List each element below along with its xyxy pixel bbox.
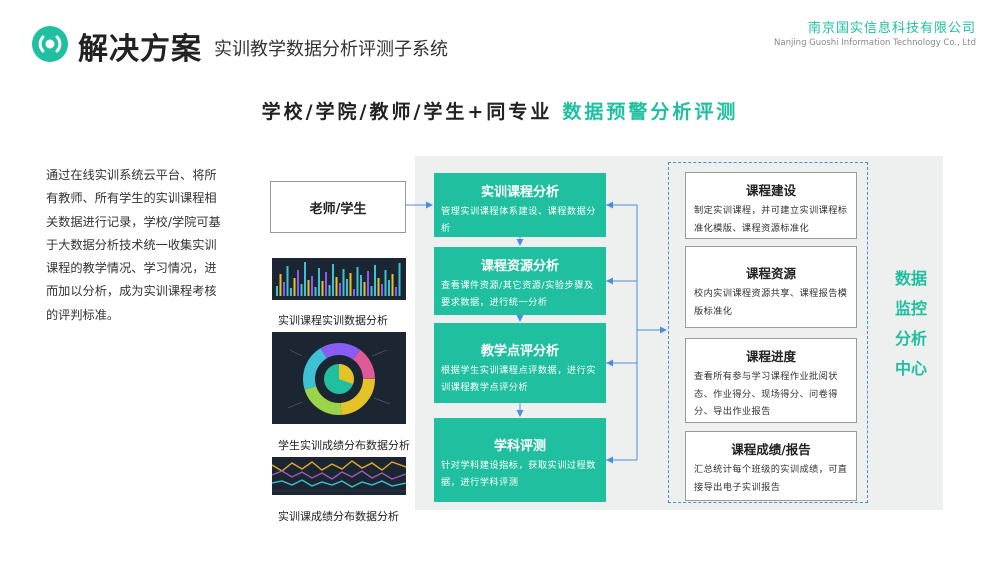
thumbnail-bar — [304, 262, 306, 296]
company-name: 南京国实信息科技有限公司 — [807, 21, 976, 36]
thumbnail-bar — [332, 264, 334, 296]
analysis-box-course: 实训课程分析 管理实训课程体系建设、课程数据分析 — [434, 173, 606, 237]
center-label-line: 中心 — [894, 359, 927, 378]
thumbnail-bar — [377, 278, 380, 296]
thumbnail-bar — [391, 274, 394, 296]
result-box-desc: 制定实训课程，并可建立实训课程标准化模版、课程资源标准化 — [694, 205, 848, 234]
role-box: 老师/学生 — [270, 181, 406, 233]
thumbnail-bar — [346, 279, 348, 296]
thumbnail-bar — [342, 269, 345, 296]
analysis-box-teaching-review: 教学点评分析 根据学生实训课程点评数据，进行实训课程教学点评分析 — [434, 323, 606, 403]
center-label-line: 数据 — [894, 269, 927, 288]
thumbnail-bar — [363, 282, 366, 296]
bar-chart-thumbnail — [272, 258, 406, 300]
thumbnail-bar — [293, 278, 296, 296]
analysis-box-resource: 课程资源分析 查看课件资源/其它资源/实验步骤及要求数据，进行统一分析 — [434, 247, 606, 315]
analysis-box-desc: 管理实训课程体系建设、课程数据分析 — [441, 206, 596, 234]
result-box-course-build: 课程建设 制定实训课程，并可建立实训课程标准化模版、课程资源标准化 — [685, 172, 857, 239]
thumbnail-label: 学生实训成绩分布数据分析 — [278, 439, 410, 452]
page-subtitle: 实训教学数据分析评测子系统 — [214, 39, 448, 60]
thumbnail-bar — [279, 274, 282, 296]
thumbnail-bar — [325, 272, 327, 296]
thumbnail-bar — [314, 287, 317, 296]
thumbnail-bar — [356, 267, 359, 296]
analysis-box-desc: 针对学科建设指标，获取实训过程数据，进行学科评测 — [441, 460, 596, 488]
headline: 学校/学院/教师/学生+同专业数据预警分析评测 — [0, 97, 1000, 124]
center-label-line: 监控 — [894, 299, 927, 318]
thumbnail-bar — [276, 286, 278, 296]
company-name-english: Nanjing Guoshi Information Technology Co… — [774, 38, 976, 48]
thumbnail-bar — [290, 288, 292, 296]
thumbnail-bar — [297, 270, 299, 296]
page-title: 解决方案 — [78, 32, 202, 67]
thumbnail-label: 实训课程实训数据分析 — [278, 314, 388, 327]
analysis-box-discipline: 学科评测 针对学科建设指标，获取实训过程数据，进行学科评测 — [434, 418, 606, 502]
thumbnail-bar — [384, 270, 387, 296]
donut-chart-thumbnail — [272, 332, 406, 424]
analysis-box-desc: 查看课件资源/其它资源/实验步骤及要求数据，进行统一分析 — [441, 280, 594, 308]
line-chart-thumbnail — [272, 457, 406, 495]
result-box-desc: 查看所有参与学习课程作业批阅状态、作业得分、现场得分、问卷得分、导出作业报告 — [694, 371, 838, 417]
thumbnail-bar — [398, 263, 401, 296]
thumbnail-bar — [311, 276, 313, 296]
thumbnail-bar — [307, 280, 310, 296]
intro-paragraph: 通过在线实训系统云平台、将所有教师、所有学生的实训课程相关数据进行记录，学校/学… — [46, 168, 221, 322]
thumbnail-bar — [353, 289, 355, 296]
result-box-title: 课程进度 — [745, 349, 796, 364]
analysis-box-title: 实训课程分析 — [480, 185, 559, 200]
result-box-desc: 汇总统计每个班级的实训成绩，可直接导出电子实训报告 — [694, 464, 848, 493]
thumbnail-bar — [321, 281, 324, 296]
data-center-label: 数据 监控 分析 中心 — [888, 264, 934, 384]
result-box-course-resource: 课程资源 校内实训课程资源共享、课程报告模版标准化 — [685, 246, 857, 328]
center-label-line: 分析 — [894, 329, 927, 348]
signal-logo-icon — [32, 26, 68, 62]
result-box-title: 课程成绩/报告 — [731, 442, 811, 457]
thumbnail-bar — [318, 268, 320, 296]
thumbnail-bar — [328, 285, 331, 296]
thumbnail-bar — [335, 277, 338, 296]
thumbnail-bar — [367, 271, 369, 296]
thumbnail-bar — [360, 275, 362, 296]
result-box-title: 课程建设 — [745, 183, 796, 198]
thumbnail-label: 实训课成绩分布数据分析 — [278, 510, 399, 523]
thumbnail-bar — [283, 282, 285, 296]
thumbnail-bar — [349, 273, 352, 296]
thumbnail-bar — [381, 284, 383, 296]
thumbnail-bar — [339, 283, 341, 296]
analysis-box-desc: 根据学生实训课程点评数据，进行实训课程教学点评分析 — [441, 365, 596, 393]
analysis-box-title: 教学点评分析 — [480, 344, 559, 359]
headline-part1: 学校/学院/教师/学生+同专业 — [261, 101, 553, 123]
analysis-box-title: 学科评测 — [493, 439, 546, 454]
thumbnail-bar — [300, 284, 303, 296]
result-box-course-progress: 课程进度 查看所有参与学习课程作业批阅状态、作业得分、现场得分、问卷得分、导出作… — [685, 338, 857, 423]
analysis-box-title: 课程资源分析 — [480, 259, 559, 274]
thumbnail-bar — [395, 287, 397, 296]
result-box-course-score: 课程成绩/报告 汇总统计每个班级的实训成绩，可直接导出电子实训报告 — [685, 431, 857, 501]
thumbnail-bar — [370, 286, 373, 296]
thumbnail-bar — [374, 265, 376, 296]
headline-part2: 数据预警分析评测 — [562, 101, 739, 123]
result-box-desc: 校内实训课程资源共享、课程报告模版标准化 — [694, 288, 848, 317]
thumbnail-bar — [388, 280, 390, 296]
results-frame — [668, 162, 868, 503]
result-box-title: 课程资源 — [745, 266, 796, 281]
thumbnail-bar — [286, 266, 289, 296]
